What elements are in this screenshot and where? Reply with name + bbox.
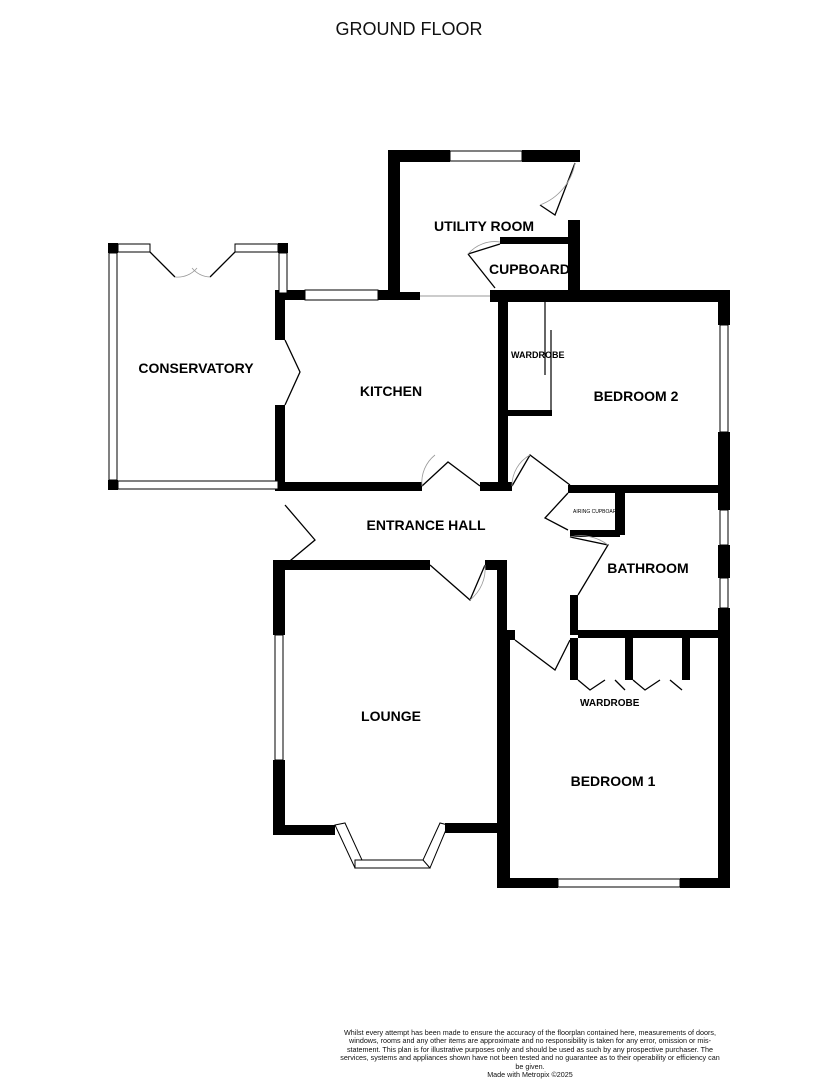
room-label-kitchen: KITCHEN — [360, 383, 422, 399]
floor-title: GROUND FLOOR — [335, 19, 483, 39]
credit-text: Made with Metropix ©2025 — [487, 1070, 573, 1080]
room-label-bedroom-2: BEDROOM 2 — [594, 388, 679, 404]
room-label-cupboard: CUPBOARD — [489, 261, 570, 277]
room-label-wardrobe-2: WARDROBE — [511, 350, 565, 360]
room-label-utility: UTILITY ROOM — [434, 218, 534, 234]
room-label-airing-cupboard: AIRING CUPBOARD — [573, 509, 620, 515]
disclaimer-text: Whilst every attempt has been made to en… — [340, 1028, 720, 1071]
disclaimer: Whilst every attempt has been made to en… — [340, 1028, 720, 1080]
room-label-lounge: LOUNGE — [361, 708, 421, 724]
doors — [149, 162, 683, 691]
room-label-entrance-hall: ENTRANCE HALL — [367, 517, 486, 533]
room-label-bedroom-1: BEDROOM 1 — [571, 773, 656, 789]
room-label-bathroom: BATHROOM — [607, 560, 688, 576]
room-label-conservatory: CONSERVATORY — [138, 360, 254, 376]
room-label-wardrobe-1: WARDROBE — [580, 698, 640, 709]
walls — [108, 150, 730, 888]
